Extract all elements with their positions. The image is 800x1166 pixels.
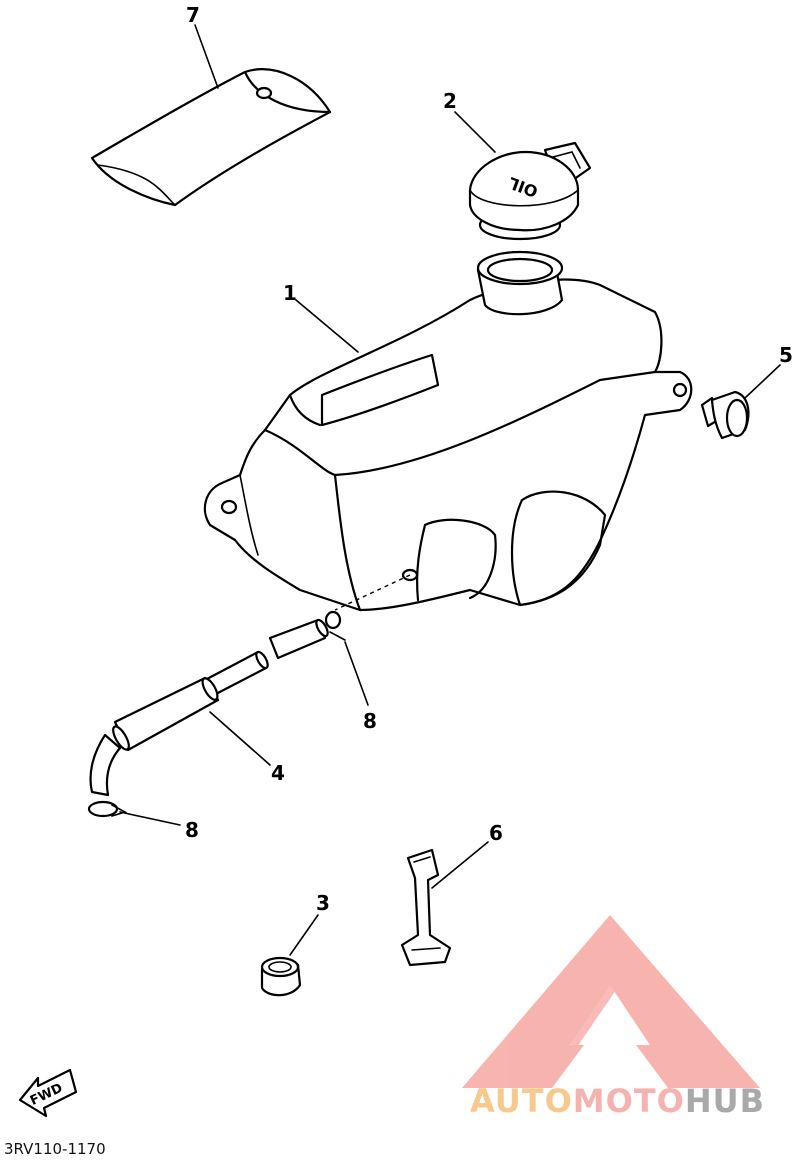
callout-6: 6 xyxy=(489,821,503,845)
watermark-logo xyxy=(462,915,760,1088)
callout-2: 2 xyxy=(443,89,457,113)
leader-lines xyxy=(119,24,781,956)
callout-1: 1 xyxy=(283,281,297,305)
watermark-brand: AUTOMOTOHUB xyxy=(470,1082,765,1120)
brand-hub: HUB xyxy=(684,1082,766,1120)
part-7-tool-bag xyxy=(90,68,332,207)
part-3-grommet xyxy=(260,956,302,997)
diagram-code: 3RV110-1170 xyxy=(4,1140,106,1158)
fwd-arrow-icon: FWD xyxy=(18,1068,78,1118)
part-2-oil-cap: OIL xyxy=(468,141,592,241)
callout-5: 5 xyxy=(779,343,793,367)
brand-auto: AUTO xyxy=(470,1082,573,1120)
brand-moto: MOTO xyxy=(572,1082,685,1120)
part-6-holder-strap xyxy=(400,848,452,967)
part-4-hose xyxy=(89,618,329,797)
part-5-bolt xyxy=(700,390,750,440)
callout-3: 3 xyxy=(316,891,330,915)
callout-4: 4 xyxy=(271,761,285,785)
callout-8-lower: 8 xyxy=(185,818,199,842)
callout-8-upper: 8 xyxy=(363,709,377,733)
part-1-oil-tank xyxy=(203,250,693,612)
part-8-clip-upper xyxy=(324,610,346,641)
callout-7: 7 xyxy=(186,3,200,27)
part-8-clip-lower xyxy=(87,800,128,818)
callout-numbers: 7 2 1 5 8 4 8 6 3 xyxy=(185,3,793,915)
